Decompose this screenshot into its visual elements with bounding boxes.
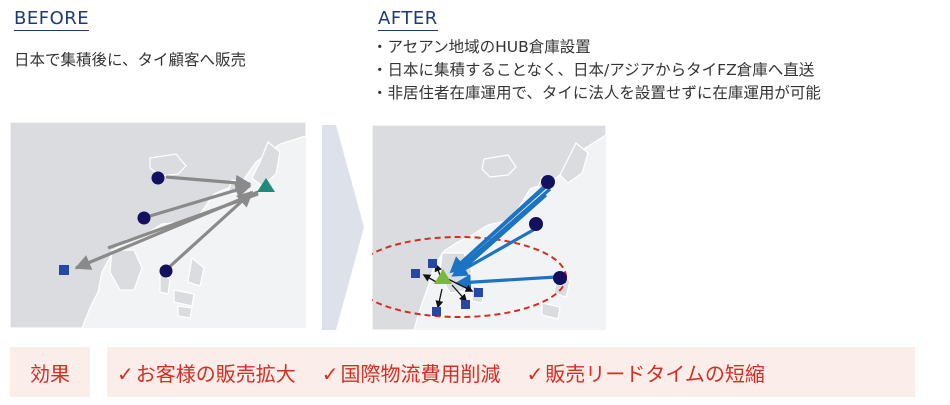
chevron-right-icon [322,125,364,330]
customer-square [474,288,483,297]
arrow-supplier-to-japan [149,182,252,218]
before-description: 日本で集積後に、タイ顧客へ販売 [14,51,247,69]
supplier-dot [159,264,173,278]
thai-hub-triangle-icon [434,269,452,284]
arrow-hub-to-customer [451,284,468,303]
supplier-dot [541,175,555,189]
arrow-hub-to-customer [435,288,444,309]
effect-item-text: 販売リードタイムの短縮 [545,362,765,386]
effect-list-box: ✓お客様の販売拡大 ✓国際物流費用削減 ✓販売リードタイムの短縮 [107,347,915,397]
after-point: 非居住者在庫運用で、タイに法人を設置せずに在庫運用が可能 [372,82,821,105]
before-heading: BEFORE [14,8,90,31]
arrow-japan-to-thailand [107,192,259,250]
effect-items: ✓お客様の販売拡大 ✓国際物流費用削減 ✓販売リードタイムの短縮 [117,358,765,387]
effect-item: ✓販売リードタイムの短縮 [527,358,765,387]
japan-triangle-icon [257,178,275,192]
after-point: アセアン地域のHUB倉庫設置 [372,36,821,59]
customer-square [432,307,441,316]
arrow-supplier-to-japan [164,190,254,272]
supplier-dot [553,271,567,285]
arrow-supplier-to-thai-hub [454,274,557,291]
check-icon: ✓ [526,362,544,386]
after-map [372,125,606,330]
customer-square [461,300,470,309]
after-heading: AFTER [378,8,438,31]
customer-square [411,269,420,278]
arrow-japan-to-thai-hub [454,193,548,277]
arrow-hub-to-customer [447,278,474,292]
supplier-dot [151,171,165,185]
check-icon: ✓ [321,362,339,386]
supplier-dot [137,211,151,225]
effect-label-box: 効果 [10,347,90,397]
effect-item-text: 国際物流費用削減 [340,362,501,386]
supplier-dot [529,217,543,231]
after-points-list: アセアン地域のHUB倉庫設置 日本に集積することなく、日本/アジアからタイFZ倉… [372,36,821,105]
effect-item-text: お客様の販売拡大 [135,362,296,386]
customer-square [59,265,69,275]
after-point: 日本に集積することなく、日本/アジアからタイFZ倉庫へ直送 [372,59,821,82]
effect-label: 効果 [30,362,70,386]
before-flow-arrows [74,174,259,272]
effect-item: ✓国際物流費用削減 [322,358,501,387]
before-map [10,122,306,328]
customer-square [428,259,437,268]
arrow-supplier-to-thai-hub [449,181,552,274]
effect-item: ✓お客様の販売拡大 [117,358,296,387]
arrow-japan-to-thai-hub [452,187,552,275]
arrow-supplier-to-thai-hub [451,223,543,277]
check-icon: ✓ [117,362,134,386]
after-supplier-arrows [449,181,557,291]
